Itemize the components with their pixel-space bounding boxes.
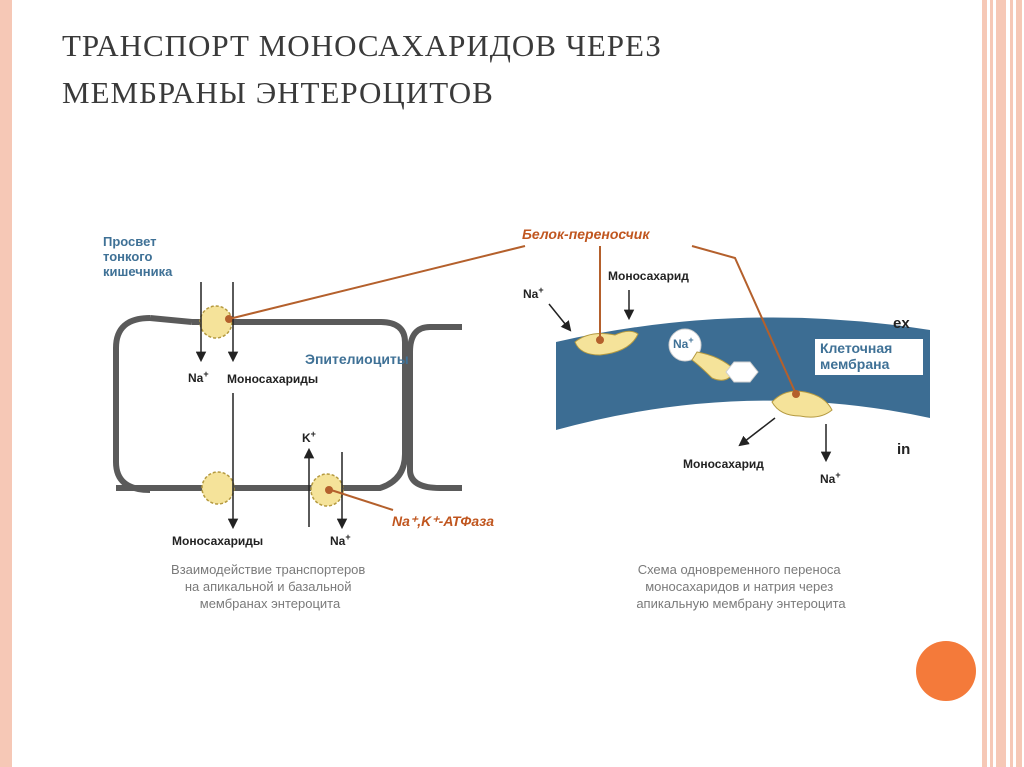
lumen-label: Просвет тонкого кишечника	[103, 234, 173, 279]
na-label-top: Na+	[188, 369, 209, 385]
monosaccharides-label-top: Моносахариды	[227, 372, 318, 386]
membrane-label: Клеточная мембрана	[820, 340, 896, 372]
k-label: K+	[302, 429, 316, 445]
cell-outline	[116, 319, 408, 491]
right-diagram: Na+ Белок-переносчик Na+ Моносахарид Кле…	[228, 226, 930, 611]
carrier-protein-transit	[691, 351, 736, 381]
carrier-protein-left	[574, 330, 639, 356]
atpase-binding-dot	[325, 486, 333, 494]
membrane-label-box	[815, 339, 923, 375]
in-label: in	[897, 441, 910, 458]
basal-transporter	[201, 471, 235, 505]
left-diagram: Просвет тонкого кишечника Эпителиоциты N…	[103, 234, 494, 611]
na-in-label: Na+	[523, 285, 544, 301]
monosaccharide-out-label: Моносахарид	[683, 457, 764, 471]
ex-label: ex	[893, 315, 910, 332]
apical-transporter	[199, 305, 233, 339]
na-in-arrow	[548, 303, 572, 332]
na-label-bottom: Na+	[330, 532, 351, 548]
left-accent-bar	[0, 0, 12, 767]
adjacent-cell-edge	[407, 324, 462, 491]
carrier-connector-right-2	[691, 245, 797, 395]
decorative-circle	[916, 641, 976, 701]
cell-top-edge	[149, 315, 193, 325]
monosaccharide-in-label: Моносахарид	[608, 269, 689, 283]
monosaccharide-out-arrow	[738, 417, 776, 447]
epithelium-label: Эпителиоциты	[305, 351, 409, 367]
right-accent-stripes	[980, 0, 1024, 767]
monosaccharide-hexagon	[725, 361, 759, 383]
atpase-connector	[330, 489, 394, 511]
na-out-label: Na+	[820, 470, 841, 486]
carrier-protein-label: Белок-переносчик	[522, 226, 650, 242]
atpase-label: Na⁺,K⁺-АТФаза	[392, 513, 494, 529]
na-carrier-label: Na+	[673, 335, 694, 351]
carrier-connector-left-diagram	[228, 245, 526, 320]
monosaccharides-label-bottom: Моносахариды	[172, 534, 263, 548]
slide-title: Транспорт моносахаридов через мембраны э…	[62, 28, 662, 110]
right-caption: Схема одновременного переноса моносахари…	[636, 562, 846, 611]
cell-left-edge	[113, 315, 151, 493]
na-ion-circle	[668, 328, 702, 362]
left-caption: Взаимодействие транспортеров на апикальн…	[171, 562, 369, 611]
